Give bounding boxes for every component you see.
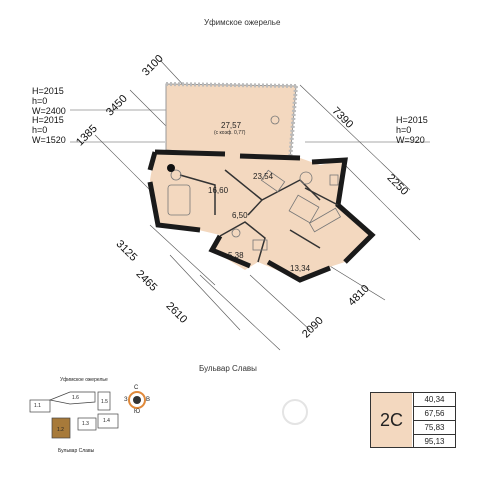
apartment-code: 2C bbox=[371, 393, 412, 447]
minimap-street-top: Уфимское ожерелье bbox=[60, 377, 108, 383]
area-item: 67,56 bbox=[413, 407, 455, 421]
room-area-hall: 6,50 bbox=[232, 211, 248, 220]
compass-w: З bbox=[124, 397, 128, 403]
apartment-rooms bbox=[150, 152, 372, 280]
compass-e: В bbox=[146, 397, 151, 403]
minimap-section: 1.1 bbox=[34, 403, 41, 409]
room-area-bedroom: 13,34 bbox=[290, 264, 311, 273]
compass-s: Ю bbox=[134, 409, 141, 415]
column bbox=[167, 164, 175, 172]
room-area-living: 16,60 bbox=[208, 186, 229, 195]
street-top-label: Уфимское ожерелье bbox=[204, 18, 281, 27]
minimap-section: 1.5 bbox=[101, 399, 108, 405]
area-item: 40,34 bbox=[413, 393, 455, 407]
apartment-badge: 2C 40,34 67,56 75,83 95,13 bbox=[370, 392, 456, 448]
minimap-section: 1.3 bbox=[82, 421, 89, 427]
area-item: 95,13 bbox=[413, 435, 455, 448]
area-list: 40,34 67,56 75,83 95,13 bbox=[413, 393, 455, 448]
minimap-section: 1.6 bbox=[72, 395, 79, 401]
minimap-section: 1.2 bbox=[57, 427, 64, 433]
area-item: 75,83 bbox=[413, 421, 455, 435]
minimap-street-bottom: Бульвар Славы bbox=[58, 448, 95, 454]
street-bottom-label: Бульвар Славы bbox=[199, 364, 257, 373]
compass-n: С bbox=[134, 385, 139, 391]
room-area-bath: 5,38 bbox=[228, 251, 244, 260]
room-area-balcony-note: (с коэф. 0,77) bbox=[214, 130, 246, 136]
room-area-kitchen: 23,54 bbox=[253, 172, 274, 181]
minimap-section: 1.4 bbox=[103, 418, 110, 424]
compass bbox=[128, 391, 146, 409]
minimap-sections bbox=[29, 391, 119, 439]
room-area-balcony: 27,57 bbox=[221, 121, 242, 130]
